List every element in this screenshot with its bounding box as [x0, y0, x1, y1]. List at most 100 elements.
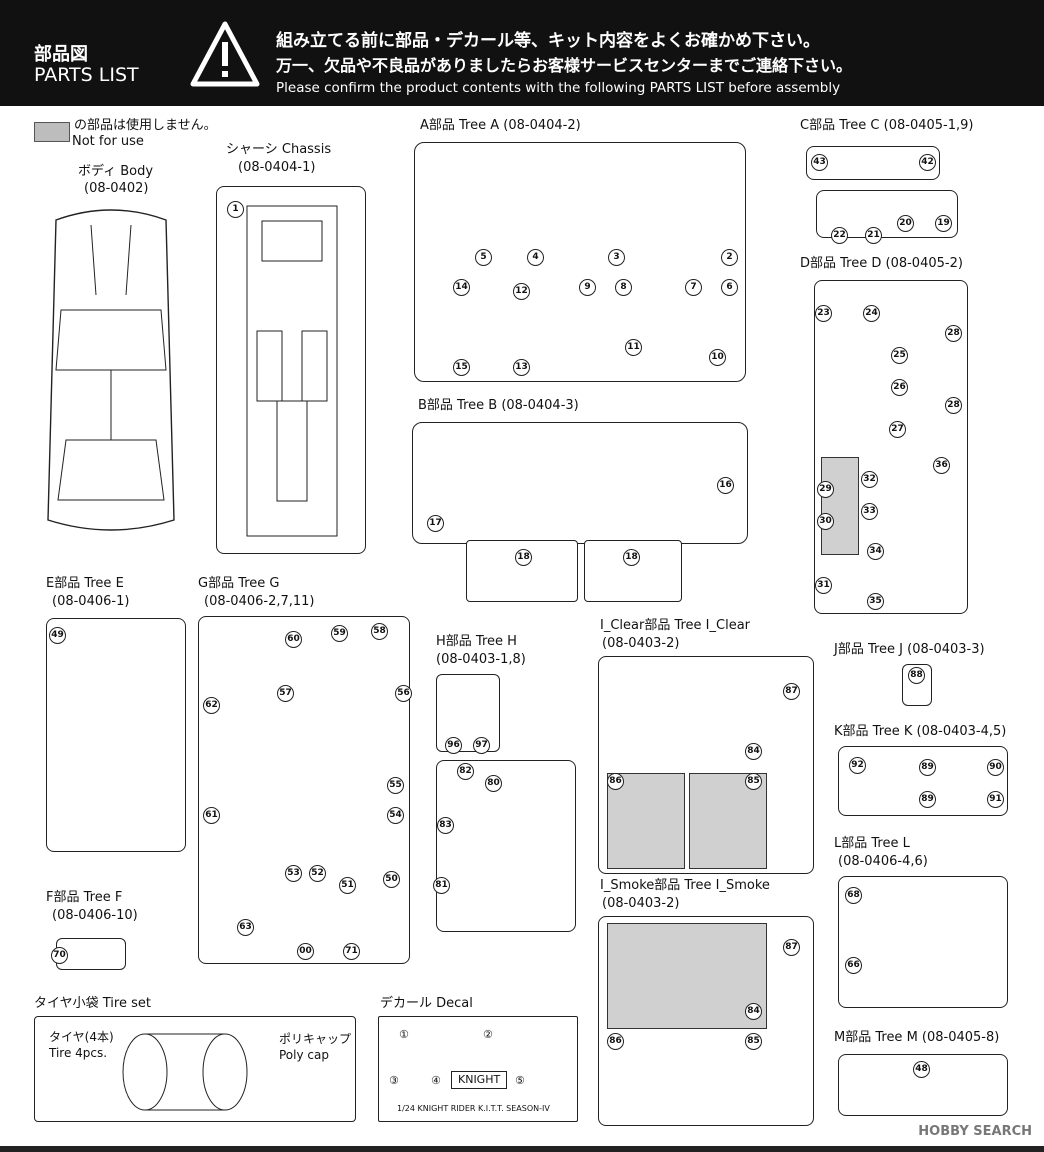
- part-number: 63: [237, 919, 254, 936]
- part-number: 15: [453, 359, 470, 376]
- tree-a-label: A部品 Tree A (08-0404-2): [420, 118, 581, 133]
- part-number: 00: [297, 943, 314, 960]
- tree-g: 60 59 58 57 56 62 55 61 54 53 52 51 50 6…: [198, 616, 412, 964]
- part-number: 86: [607, 1033, 624, 1050]
- part-number: 82: [457, 763, 474, 780]
- not-for-use-part: [607, 923, 767, 1029]
- tree-h-small: 96 97: [436, 674, 500, 754]
- part-number: 51: [339, 877, 356, 894]
- part-number: 33: [861, 503, 878, 520]
- part-number: 55: [387, 777, 404, 794]
- part-number: 34: [867, 543, 884, 560]
- part-number: 89: [919, 759, 936, 776]
- tree-h-code: (08-0403-1,8): [436, 652, 526, 667]
- part-number: 85: [745, 773, 762, 790]
- tree-iclear-label: I_Clear部品 Tree I_Clear: [600, 618, 751, 633]
- part-number: 59: [331, 625, 348, 642]
- tire-label-jp: タイヤ(4本): [49, 1030, 114, 1044]
- decal-knight-plate: KNIGHT: [451, 1071, 508, 1089]
- part-number: 22: [831, 227, 848, 244]
- decal-label: デカール Decal: [380, 996, 473, 1011]
- tree-e-label: E部品 Tree E: [46, 576, 124, 591]
- part-number: 24: [863, 305, 880, 322]
- part-number: 27: [889, 421, 906, 438]
- part-number: 20: [897, 215, 914, 232]
- tree-f-label: F部品 Tree F: [46, 890, 123, 905]
- polycap-label-jp: ポリキャップ: [279, 1032, 352, 1046]
- tree-b-label: B部品 Tree B (08-0404-3): [418, 398, 579, 413]
- not-for-use-part: [821, 457, 859, 555]
- part-number: 70: [51, 947, 68, 964]
- part-number: 29: [817, 481, 834, 498]
- decal-footer: 1/24 KNIGHT RIDER K.I.T.T. SEASON-IV: [397, 1104, 550, 1113]
- part-number: 43: [811, 154, 828, 171]
- tire-label-en: Tire 4pcs.: [49, 1046, 108, 1060]
- part-number: 87: [783, 939, 800, 956]
- part-number: 56: [395, 685, 412, 702]
- tree-l-code: (08-0406-4,6): [838, 854, 928, 869]
- not-for-use-swatch: [34, 122, 70, 142]
- part-number: 6: [721, 279, 738, 296]
- part-number: 57: [277, 685, 294, 702]
- tree-b-wheels-2: 18: [584, 540, 682, 602]
- part-number: 71: [343, 943, 360, 960]
- part-number: 4: [527, 249, 544, 266]
- tree-h-label: H部品 Tree H: [436, 634, 517, 649]
- decal-sheet: ① ② ③ ④ ⑤ KNIGHT 1/24 KNIGHT RIDER K.I.T…: [378, 1016, 578, 1122]
- tree-d: 23 24 28 25 26 28 27 29 30 32 33 36 34 3…: [814, 280, 968, 614]
- tree-ismoke-label: I_Smoke部品 Tree I_Smoke: [600, 878, 770, 893]
- chassis-label: シャーシ Chassis: [226, 142, 332, 157]
- part-number: 83: [437, 817, 454, 834]
- header-banner: 部品図 PARTS LIST 組み立てる前に部品・デカール等、キット内容をよくお…: [0, 0, 1044, 106]
- part-number: 61: [203, 807, 220, 824]
- part-number: 50: [383, 871, 400, 888]
- part-number: 18: [515, 549, 532, 566]
- part-number: 42: [919, 154, 936, 171]
- body-drawing: [47, 209, 175, 531]
- tree-a: 5 4 3 2 14 12 9 8 7 6 15 13 11 10: [414, 142, 746, 382]
- decal-number: ⑤: [515, 1074, 525, 1087]
- tree-c-small: 22 21 20 19: [816, 190, 958, 244]
- part-number: 49: [49, 627, 66, 644]
- tree-l: 68 66: [838, 876, 1008, 1008]
- tree-ismoke: 87 84 86 85: [598, 916, 814, 1126]
- notice-line-3: Please confirm the product contents with…: [276, 80, 841, 96]
- body-code: (08-0402): [84, 181, 149, 196]
- tree-j: 88: [902, 664, 932, 706]
- tree-b-wheels-1: 18: [466, 540, 578, 602]
- footer-bar: [0, 1146, 1044, 1152]
- part-number: 58: [371, 623, 388, 640]
- decal-number: ③: [389, 1074, 399, 1087]
- part-number: 21: [865, 227, 882, 244]
- part-number: 28: [945, 325, 962, 342]
- tree-j-label: J部品 Tree J (08-0403-3): [834, 642, 985, 657]
- tree-f: 70: [51, 938, 126, 970]
- part-number: 96: [445, 737, 462, 754]
- part-number: 60: [285, 631, 302, 648]
- decal-number: ④: [431, 1074, 441, 1087]
- part-number: 5: [475, 249, 492, 266]
- tree-g-label: G部品 Tree G: [198, 576, 280, 591]
- part-number: 13: [513, 359, 530, 376]
- part-number: 80: [485, 775, 502, 792]
- part-number: 85: [745, 1033, 762, 1050]
- part-number: 66: [845, 957, 862, 974]
- tree-c-label: C部品 Tree C (08-0405-1,9): [800, 118, 974, 133]
- tree-l-label: L部品 Tree L: [834, 836, 910, 851]
- part-number: 8: [615, 279, 632, 296]
- legend-en: Not for use: [72, 134, 144, 149]
- part-number: 12: [513, 283, 530, 300]
- part-number: 19: [935, 215, 952, 232]
- part-number: 92: [849, 757, 866, 774]
- part-number: 54: [387, 807, 404, 824]
- part-number: 53: [285, 865, 302, 882]
- part-number: 26: [891, 379, 908, 396]
- part-number: 7: [685, 279, 702, 296]
- part-number: 9: [579, 279, 596, 296]
- part-number: 97: [473, 737, 490, 754]
- part-number: 84: [745, 743, 762, 760]
- tree-ismoke-code: (08-0403-2): [602, 896, 680, 911]
- part-number: 88: [908, 667, 925, 684]
- part-number: 10: [709, 349, 726, 366]
- notice-line-1: 組み立てる前に部品・デカール等、キット内容をよくお確かめ下さい。: [276, 31, 820, 51]
